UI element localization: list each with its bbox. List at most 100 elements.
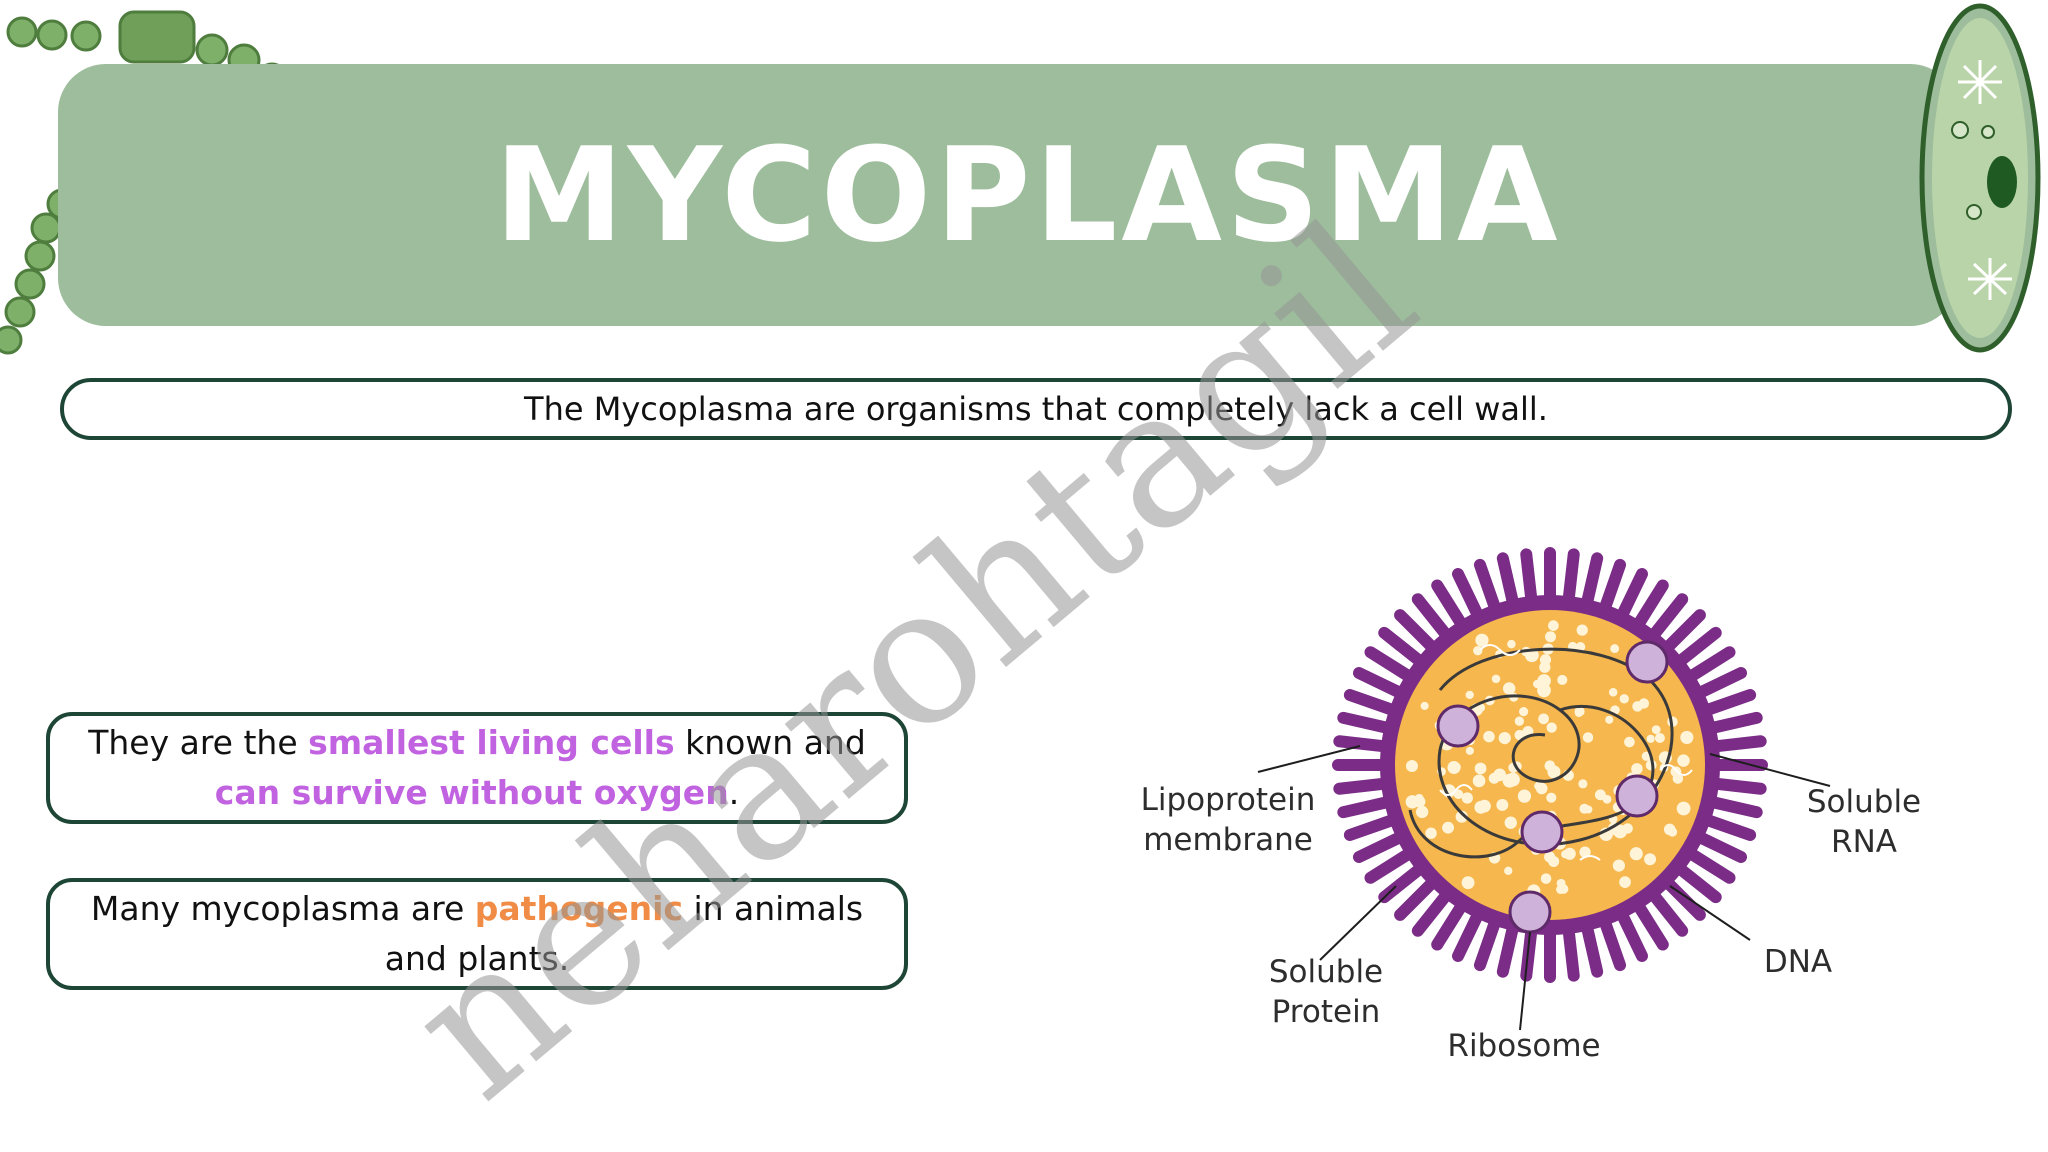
protein-dot [1582, 732, 1594, 743]
definition-box: The Mycoplasma are organisms that comple… [60, 378, 2012, 440]
protein-dot [1619, 876, 1631, 888]
fact-box-pathogenic: Many mycoplasma are pathogenic in animal… [46, 878, 908, 990]
protein-dot [1475, 633, 1489, 647]
protein-dot [1622, 823, 1633, 834]
fact-text: They are the smallest living cells known… [68, 718, 886, 818]
protein-dot [1579, 803, 1590, 814]
protein-dot [1544, 760, 1556, 772]
protein-dot [1455, 810, 1468, 823]
protein-dot [1574, 706, 1585, 717]
protein-dot [1488, 772, 1500, 784]
protein-dot [1539, 654, 1552, 666]
protein-dot [1602, 794, 1612, 804]
protein-dot [1576, 624, 1588, 636]
label-lipoprotein-line1: Lipoprotein [1141, 782, 1316, 818]
highlight-smallest-living-cells: smallest living cells [308, 723, 675, 762]
fact-text: Many mycoplasma are pathogenic in animal… [68, 884, 886, 984]
fact-text-segment: They are the [88, 723, 309, 762]
protein-dot [1544, 631, 1557, 643]
protein-dot [1496, 798, 1509, 811]
label-soluble-rna-line2: RNA [1831, 824, 1897, 860]
protein-dot [1504, 866, 1513, 876]
protein-dot [1558, 884, 1569, 894]
protein-dot [1667, 827, 1678, 837]
fact-text-segment: known and [674, 723, 866, 762]
protein-dot [1472, 774, 1486, 788]
protein-dot [1629, 847, 1643, 861]
protein-dot [1680, 730, 1694, 745]
slide-title: MYCOPLASMA [494, 119, 1562, 271]
protein-dot [1537, 683, 1551, 698]
protein-dot [1447, 761, 1460, 773]
protein-dot [1519, 707, 1529, 717]
highlight-pathogenic: pathogenic [474, 889, 683, 928]
protein-dot [1538, 713, 1549, 725]
protein-dot [1414, 793, 1424, 803]
protein-dot [1534, 781, 1543, 791]
label-pointers [1257, 745, 1831, 1031]
protein-dot [1514, 716, 1525, 726]
label-soluble-protein-line1: Soluble [1269, 954, 1383, 990]
ribosome [1615, 774, 1659, 818]
ribosome [1436, 704, 1480, 748]
label-ribosome: Ribosome [1447, 1028, 1600, 1064]
soluble-rna-strand [1439, 644, 1693, 861]
protein-dot [1425, 827, 1437, 839]
protein-dot [1605, 715, 1614, 724]
protein-dot [1474, 800, 1488, 814]
protein-dot [1461, 792, 1473, 804]
protein-dot [1612, 859, 1625, 872]
protein-dot [1575, 642, 1586, 652]
paramecium-illustration [1919, 3, 2041, 353]
protein-dot [1540, 873, 1552, 884]
protein-dot [1546, 722, 1557, 733]
protein-dot [1533, 679, 1542, 689]
protein-dot [1546, 792, 1557, 803]
protein-dot [1610, 644, 1620, 654]
label-soluble-protein-line2: Protein [1272, 994, 1381, 1030]
ribosome [1508, 890, 1552, 934]
ribosome [1625, 640, 1669, 684]
protein-dot [1502, 682, 1516, 695]
protein-dot [1651, 725, 1661, 735]
protein-dot [1646, 734, 1655, 743]
protein-dot [1544, 851, 1556, 863]
protein-dot [1672, 773, 1684, 784]
protein-dot [1557, 674, 1568, 685]
protein-dot [1578, 779, 1588, 789]
protein-dot [1561, 850, 1570, 859]
protein-dot [1548, 620, 1559, 631]
protein-dot [1631, 763, 1643, 775]
label-soluble-rna-line1: Soluble [1807, 784, 1921, 820]
protein-dot [1504, 816, 1517, 829]
protein-dot [1506, 772, 1520, 787]
protein-dot [1644, 853, 1657, 866]
protein-dot [1579, 846, 1591, 858]
protein-dot [1517, 789, 1532, 803]
protein-dot [1507, 639, 1516, 649]
protein-dot [1473, 645, 1483, 656]
protein-dot [1619, 694, 1629, 704]
protein-dot [1491, 674, 1501, 684]
protein-dot [1498, 731, 1511, 745]
protein-dot [1676, 801, 1691, 816]
protein-dot [1465, 690, 1474, 700]
protein-dot [1608, 688, 1618, 697]
fact-text-segment: in animals and plants. [384, 889, 864, 978]
protein-dot [1654, 732, 1665, 744]
label-lipoprotein-line2: membrane [1143, 822, 1313, 858]
protein-dot [1677, 754, 1690, 767]
protein-dot [1638, 698, 1650, 709]
protein-dot [1483, 730, 1495, 743]
fact-text-segment: . [728, 773, 740, 812]
protein-dot [1420, 701, 1429, 710]
ribosome [1520, 810, 1564, 854]
protein-dot [1415, 805, 1429, 819]
fact-box-smallest-cells: They are the smallest living cells known… [46, 712, 908, 824]
definition-text: The Mycoplasma are organisms that comple… [524, 390, 1548, 428]
protein-dot [1465, 746, 1474, 755]
title-banner: MYCOPLASMA [58, 64, 1958, 326]
protein-dot [1442, 821, 1455, 834]
protein-dot [1405, 759, 1418, 773]
protein-dot [1624, 736, 1635, 748]
